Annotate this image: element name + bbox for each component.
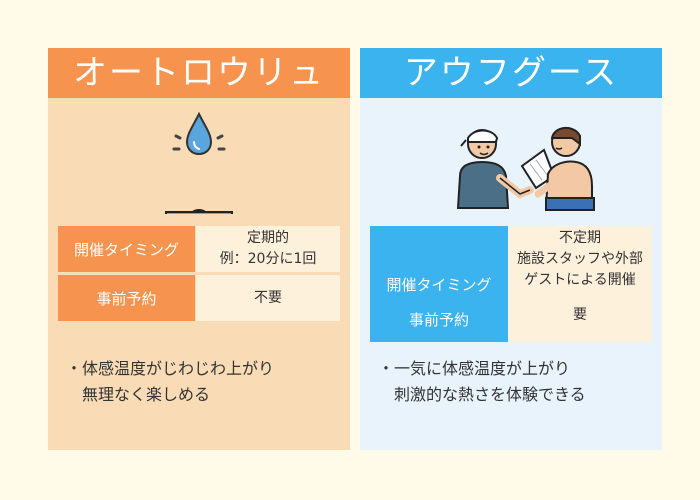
timing-label: 開催タイミング [370,226,508,342]
aufguss-illustration [360,104,662,214]
auto-loyly-panel: オートロウリュ [48,48,350,450]
bullet-line: 体感温度がじわじわ上がり [82,359,275,378]
bullet-line: 刺激的な熱さを体験できる [394,385,586,404]
aufguss-panel: アウフグース [360,48,662,450]
timing-value-line: 例：20分に1回 [219,251,317,267]
auto-loyly-title: オートロウリュ [48,48,350,98]
steam-lines-icon [172,134,226,151]
staff-icon [456,129,534,209]
auto-loyly-bullet: ・体感温度がじわじわ上がり 無理なく楽しめる [66,356,274,408]
stove-base-icon [165,211,233,231]
reservation-label-text: 事前予約 [408,310,469,329]
reservation-row: 事前予約 不要 [58,275,340,321]
reservation-label: 事前予約 [58,275,195,321]
bullet-line: 一気に体感温度が上がり [394,359,571,378]
bullet-line: 無理なく楽しめる [82,385,211,404]
reservation-value-line: 要 [573,306,587,323]
aufguss-title: アウフグース [360,48,662,98]
bullet-marker: ・ [378,359,395,378]
timing-value: 定期的 例：20分に1回 [196,226,340,272]
timing-value-line: 不定期 [559,230,601,246]
reservation-label: 事前予約 [370,288,508,342]
water-drop-icon [185,111,213,156]
bullet-marker: ・ [66,359,83,378]
reservation-row: 事前予約 要 [370,288,652,342]
timing-value-line: ゲストによる開催 [524,272,636,288]
reservation-value-line: 不要 [254,289,282,306]
timing-value: 不定期 施設スタッフや外部 ゲストによる開催 [508,226,652,288]
timing-label: 開催タイミング [58,226,195,272]
sauna-stones-illustration [48,104,350,236]
reservation-value: 不要 [196,275,340,321]
aufguss-bullet: ・一気に体感温度が上がり 刺激的な熱さを体験できる [378,356,586,408]
timing-row: 開催タイミング 定期的 例：20分に1回 [58,226,340,272]
timing-value-line: 定期的 [247,230,289,246]
timing-row: 開催タイミング 不定期 施設スタッフや外部 ゲストによる開催 [370,226,652,342]
reservation-value: 要 [508,288,652,342]
bather-icon [534,127,595,211]
timing-value-line: 施設スタッフや外部 [517,251,643,267]
